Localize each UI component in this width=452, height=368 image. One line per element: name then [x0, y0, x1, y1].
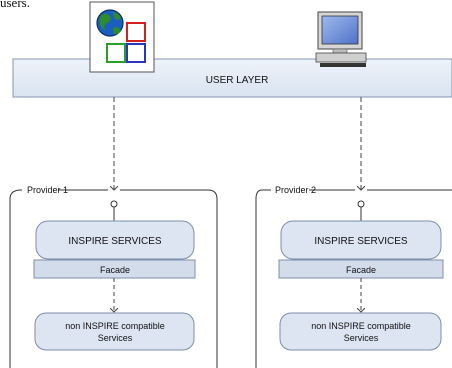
provider-2-facade-label: Facade — [346, 265, 376, 275]
provider-1-legacy-line2: Services — [98, 333, 133, 343]
provider-1-port — [110, 200, 118, 208]
provider-1-services-label: INSPIRE SERVICES — [68, 236, 162, 247]
provider-1-legacy-services — [34, 312, 195, 351]
provider-2-legacy-line1: non INSPIRE compatible — [311, 321, 411, 331]
provider-2-group: Provider 2 INSPIRE SERVICES Facade non I… — [255, 184, 452, 368]
provider-1-group: Provider 1 INSPIRE SERVICES Facade non I… — [9, 184, 218, 368]
computer-icon — [315, 11, 367, 67]
provider-2-label: Provider 2 — [275, 185, 316, 195]
provider-2-services-label: INSPIRE SERVICES — [314, 236, 408, 247]
user-layer-band — [12, 58, 452, 98]
provider-2-legacy-services — [279, 312, 442, 351]
provider-1-label: Provider 1 — [27, 185, 68, 195]
provider-2-inspire-services — [280, 220, 442, 260]
map-client-icon — [89, 1, 155, 73]
provider-2-legacy-line2: Services — [344, 333, 379, 343]
provider-1-inspire-services — [35, 220, 195, 260]
provider-2-port — [357, 200, 365, 208]
provider-1-legacy-line1: non INSPIRE compatible — [65, 321, 165, 331]
header-fragment: users. — [0, 0, 30, 10]
user-layer-label: USER LAYER — [206, 75, 269, 86]
provider-1-facade-label: Facade — [100, 265, 130, 275]
